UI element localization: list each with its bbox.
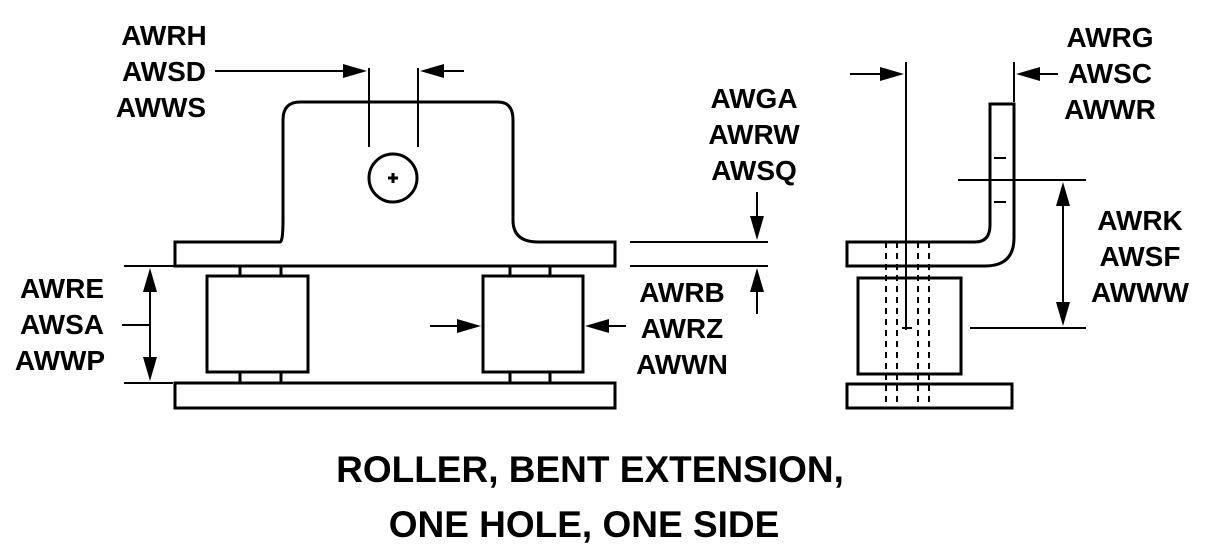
label-hole-height: AWRK AWSF AWWW xyxy=(1091,205,1190,308)
svg-text:AWWN: AWWN xyxy=(636,349,728,380)
svg-text:AWRK: AWRK xyxy=(1097,205,1183,236)
svg-text:AWWS: AWWS xyxy=(116,92,206,123)
hole-width-dimension xyxy=(215,64,464,147)
side-view xyxy=(845,62,1016,410)
front-bottom-plate xyxy=(173,381,617,410)
plate-thickness-dimension xyxy=(630,192,768,314)
svg-text:AWRG: AWRG xyxy=(1066,22,1153,53)
svg-text:AWSD: AWSD xyxy=(122,56,206,87)
svg-text:AWGA: AWGA xyxy=(710,83,797,114)
svg-text:AWRH: AWRH xyxy=(121,20,207,51)
front-left-roller xyxy=(205,274,310,374)
svg-text:AWWW: AWWW xyxy=(1091,277,1190,308)
label-roller-width: AWRB AWRZ AWWN xyxy=(636,277,728,380)
caption-line-2: ONE HOLE, ONE SIDE xyxy=(389,504,780,545)
label-plate-thickness: AWGA AWRW AWSQ xyxy=(708,83,800,186)
svg-text:AWSF: AWSF xyxy=(1100,241,1181,272)
svg-text:AWRB: AWRB xyxy=(639,277,725,308)
svg-text:AWRZ: AWRZ xyxy=(641,313,723,344)
label-hole-width: AWRH AWSD AWWS xyxy=(116,20,207,123)
svg-text:AWWP: AWWP xyxy=(15,345,105,376)
front-view xyxy=(173,100,617,410)
label-roller-height: AWRE AWSA AWWP xyxy=(15,273,105,376)
svg-text:AWSC: AWSC xyxy=(1068,58,1152,89)
front-top-plate xyxy=(173,100,617,268)
side-roller xyxy=(856,276,963,376)
svg-text:AWRE: AWRE xyxy=(20,273,104,304)
extension-thickness-dimension xyxy=(850,62,1058,102)
svg-text:AWRW: AWRW xyxy=(708,119,800,150)
svg-text:AWSQ: AWSQ xyxy=(711,155,797,186)
caption-line-1: ROLLER, BENT EXTENSION, xyxy=(336,449,844,490)
front-right-roller xyxy=(481,274,585,374)
roller-width-dimension xyxy=(430,319,626,333)
front-hole xyxy=(367,152,419,204)
label-extension-thickness: AWRG AWSC AWWR xyxy=(1064,22,1156,125)
svg-text:AWWR: AWWR xyxy=(1064,94,1156,125)
side-bent-extension xyxy=(845,102,1016,268)
hole-height-dimension xyxy=(958,179,1086,329)
svg-text:AWSA: AWSA xyxy=(20,309,104,340)
roller-height-dimension xyxy=(122,265,205,384)
